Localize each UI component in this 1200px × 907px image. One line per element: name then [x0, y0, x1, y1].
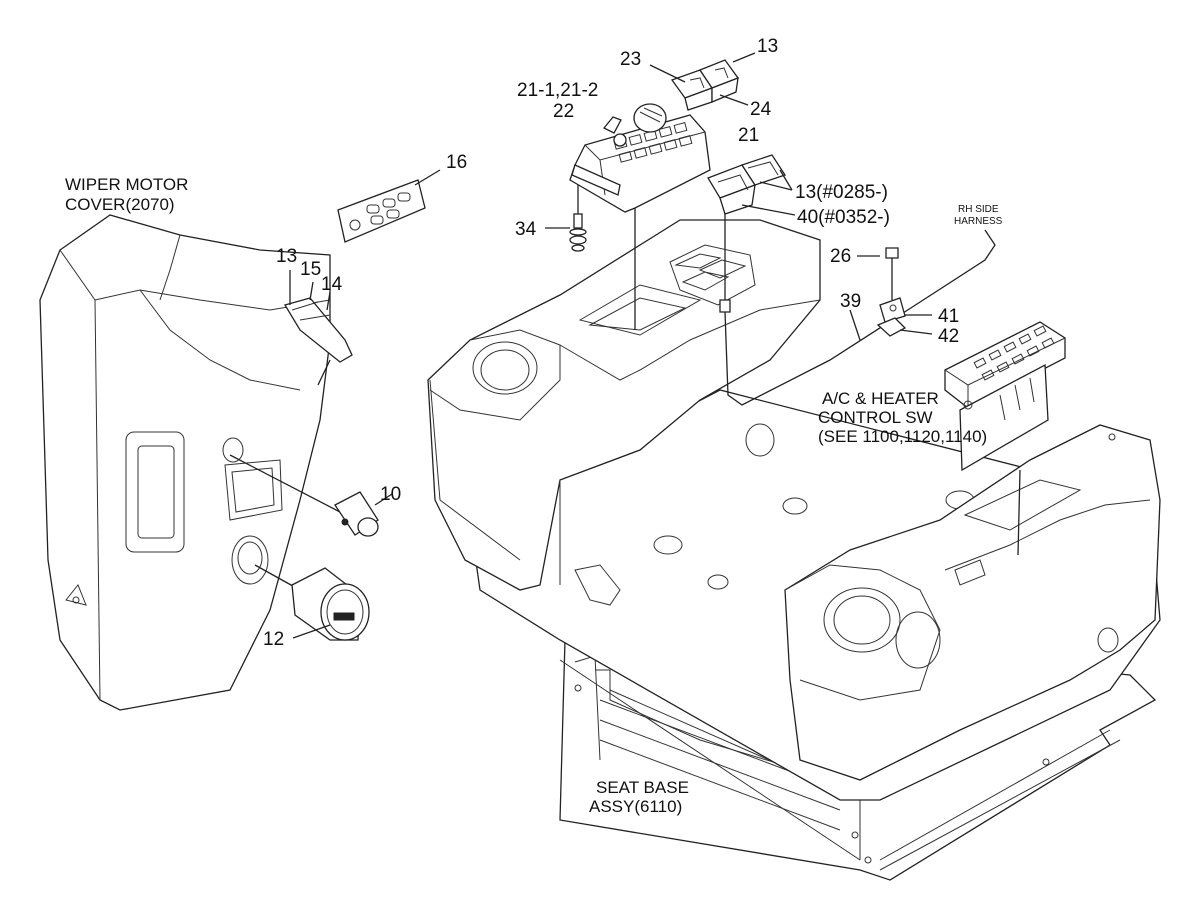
- callout-21-variants: 21-1,21-2: [517, 80, 598, 101]
- callout-24: 24: [750, 99, 772, 120]
- part-10-connector: [229, 454, 393, 537]
- callout-16: 16: [446, 152, 467, 173]
- part-13-40-switches: [707, 154, 796, 313]
- part-21-control-box: [569, 103, 711, 330]
- callout-12: 12: [263, 629, 284, 650]
- callout-39: 39: [840, 291, 861, 312]
- ac-heater-label-2: CONTROL SW: [818, 408, 933, 427]
- wiper-motor-cover: [39, 214, 331, 711]
- wiper-motor-cover-label-2: COVER(2070): [65, 195, 175, 214]
- part-13-14-15-switch: [284, 270, 353, 386]
- ac-heater-label-1: A/C & HEATER: [822, 389, 939, 408]
- callout-40-serial: 40(#0352-): [797, 207, 890, 228]
- part-26-41-42-bracket: [857, 247, 933, 337]
- callout-15: 15: [300, 259, 321, 280]
- callout-22: 22: [553, 101, 574, 122]
- ac-heater-label-3: (SEE 1100,1120,1140): [818, 427, 987, 446]
- callout-34: 34: [515, 219, 537, 240]
- callout-21: 21: [738, 125, 759, 146]
- rh-side-harness-label-2: HARNESS: [954, 216, 1003, 227]
- callout-23: 23: [620, 49, 641, 70]
- part-16-switch-plate: [337, 169, 441, 243]
- seat-base-label-1: SEAT BASE: [596, 778, 689, 797]
- callout-10: 10: [380, 484, 401, 505]
- part-39-harness: [724, 229, 996, 406]
- callout-42: 42: [938, 326, 959, 347]
- part-12-hour-meter: [254, 564, 370, 641]
- right-console: [784, 424, 1161, 781]
- callout-14: 14: [321, 274, 343, 295]
- part-23-24-13-switches: [649, 52, 756, 111]
- wiper-motor-cover-label-1: WIPER MOTOR: [65, 175, 188, 194]
- callout-13-left: 13: [276, 246, 297, 267]
- ac-heater-control-switch: [944, 321, 1066, 556]
- callout-13-top: 13: [757, 36, 778, 57]
- rh-side-harness-label-1: RH SIDE: [958, 204, 999, 215]
- callout-41: 41: [938, 306, 959, 327]
- seat-base-label-2: ASSY(6110): [589, 797, 682, 816]
- callout-13-serial: 13(#0285-): [795, 182, 888, 203]
- part-34-bolt: [545, 185, 587, 252]
- callout-26: 26: [830, 246, 851, 267]
